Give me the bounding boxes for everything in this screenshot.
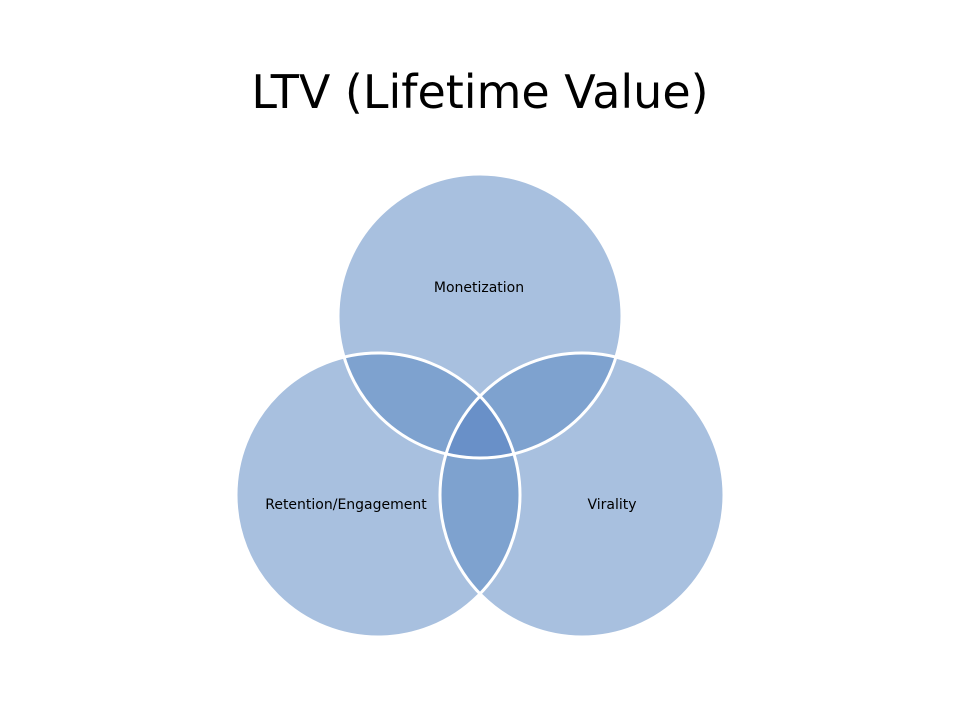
venn-overlap-top-left	[338, 353, 520, 458]
label-monetization: Monetization	[434, 280, 524, 296]
venn-outlines	[234, 172, 726, 639]
slide-title: LTV (Lifetime Value)	[251, 65, 709, 119]
venn-overlap-top-right	[440, 353, 622, 458]
label-virality: Virality	[587, 497, 636, 513]
label-retention-engagement: Retention/Engagement	[265, 497, 427, 513]
